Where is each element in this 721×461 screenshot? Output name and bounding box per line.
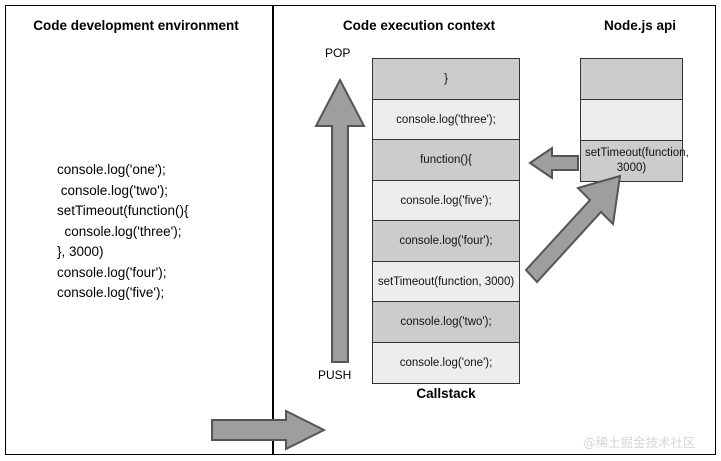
source-code-listing: console.log('one'); console.log('two'); … [57,162,189,300]
up-arrow-icon [314,77,366,363]
node-api-row-settimeout: setTimeout(function, 3000) [585,147,689,174]
stack-row: console.log('two'); [373,302,519,343]
stack-row: } [373,59,519,100]
stack-row: function(){ [373,140,519,181]
diagonal-up-right-arrow-icon [524,174,622,284]
stack-row: setTimeout(function, 3000) [373,261,519,302]
stack-row: console.log('one'); [373,342,519,383]
panel-title-development: Code development environment [33,18,239,33]
callstack-caption: Callstack [416,386,476,401]
panel-divider [272,5,274,455]
callstack-box: } console.log('three'); function(){ cons… [372,58,520,384]
node-api-box: setTimeout(function, 3000) [580,58,689,182]
node-api-row [581,59,682,100]
pop-label: POP [325,46,351,60]
stack-row: console.log('four'); [373,221,519,262]
stack-row: console.log('five'); [373,180,519,221]
stack-row: console.log('three'); [373,99,519,140]
panel-title-node-api: Node.js api [603,18,676,33]
watermark: @稀土掘金技术社区 [583,435,696,450]
left-arrow-icon [528,146,579,180]
push-label: PUSH [318,368,352,382]
node-api-row [581,100,682,141]
right-arrow-icon [211,409,327,451]
panel-title-execution: Code execution context [342,18,496,33]
